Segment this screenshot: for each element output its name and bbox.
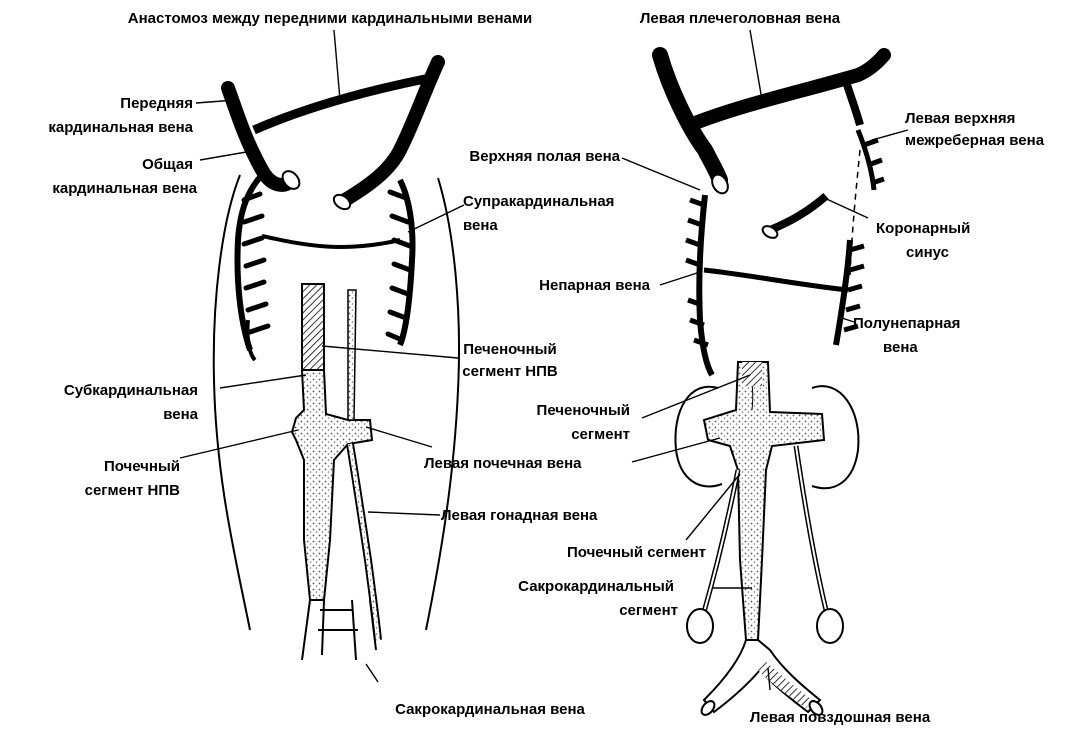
label-anterior-cardinal-line2: кардинальная вена <box>40 118 193 137</box>
right-embryo-figure <box>660 55 884 717</box>
label-hepatic-ivc-line2: сегмент НПВ <box>440 362 580 381</box>
label-renal-ivc-line2: сегмент НПВ <box>30 481 180 500</box>
left-subcardinal-vein <box>348 290 356 420</box>
label-left-gonadal-vein: Левая гонадная вена <box>441 506 641 525</box>
label-subcardinal-line1: Субкардинальная <box>2 381 198 400</box>
label-left-iliac-vein: Левая повздошная вена <box>720 708 960 727</box>
right-body-outline <box>426 178 459 630</box>
label-subcardinal-line2: вена <box>60 405 198 424</box>
label-azygos-vein: Непарная вена <box>490 276 650 295</box>
label-sacrocardinal-segment-line1: Сакрокардинальный <box>470 577 674 596</box>
anterior-cardinal-anastomosis <box>254 78 430 130</box>
label-supracardinal-line2: вена <box>463 216 583 235</box>
label-superior-vena-cava: Верхняя полая вена <box>420 147 620 166</box>
label-left-sup-intercostal-line2: межреберная вена <box>905 131 1075 150</box>
label-sacrocardinal-segment-line2: сегмент <box>560 601 678 620</box>
label-anastomosis: Анастомоз между передними кардинальными … <box>70 9 590 28</box>
label-hepatic-ivc-line1: Печеночный <box>440 340 580 359</box>
label-left-renal-vein: Левая почечная вена <box>424 454 644 473</box>
azygos-vein <box>699 195 712 375</box>
label-hepatic-segment-line1: Печеночный <box>500 401 630 420</box>
label-left-sup-intercostal-line1: Левая верхняя <box>905 109 1075 128</box>
label-renal-segment: Почечный сегмент <box>500 543 706 562</box>
azygos-cross <box>704 270 848 290</box>
label-hemiazygos-line1: Полунепарная <box>853 314 1023 333</box>
label-hepatic-segment-line2: сегмент <box>500 425 630 444</box>
label-sacrocardinal-vein: Сакрокардинальная вена <box>360 700 620 719</box>
label-supracardinal-line1: Супракардинальная <box>463 192 653 211</box>
coronary-sinus <box>770 196 826 230</box>
label-left-brachiocephalic-vein: Левая плечеголовная вена <box>620 9 860 28</box>
label-coronary-sinus-line2: синус <box>906 243 1016 262</box>
label-hemiazygos-line2: вена <box>883 338 1003 357</box>
label-anterior-cardinal-line1: Передняя <box>60 94 193 113</box>
hepatic-ivc-segment <box>302 284 324 370</box>
label-common-cardinal-line2: кардинальная вена <box>40 179 197 198</box>
label-common-cardinal-line1: Общая <box>60 155 193 174</box>
label-coronary-sinus-line1: Коронарный <box>876 219 1016 238</box>
right-anterior-cardinal-vein <box>228 88 290 185</box>
label-renal-ivc-line1: Почечный <box>40 457 180 476</box>
supracardinal-anastomosis <box>262 236 400 247</box>
